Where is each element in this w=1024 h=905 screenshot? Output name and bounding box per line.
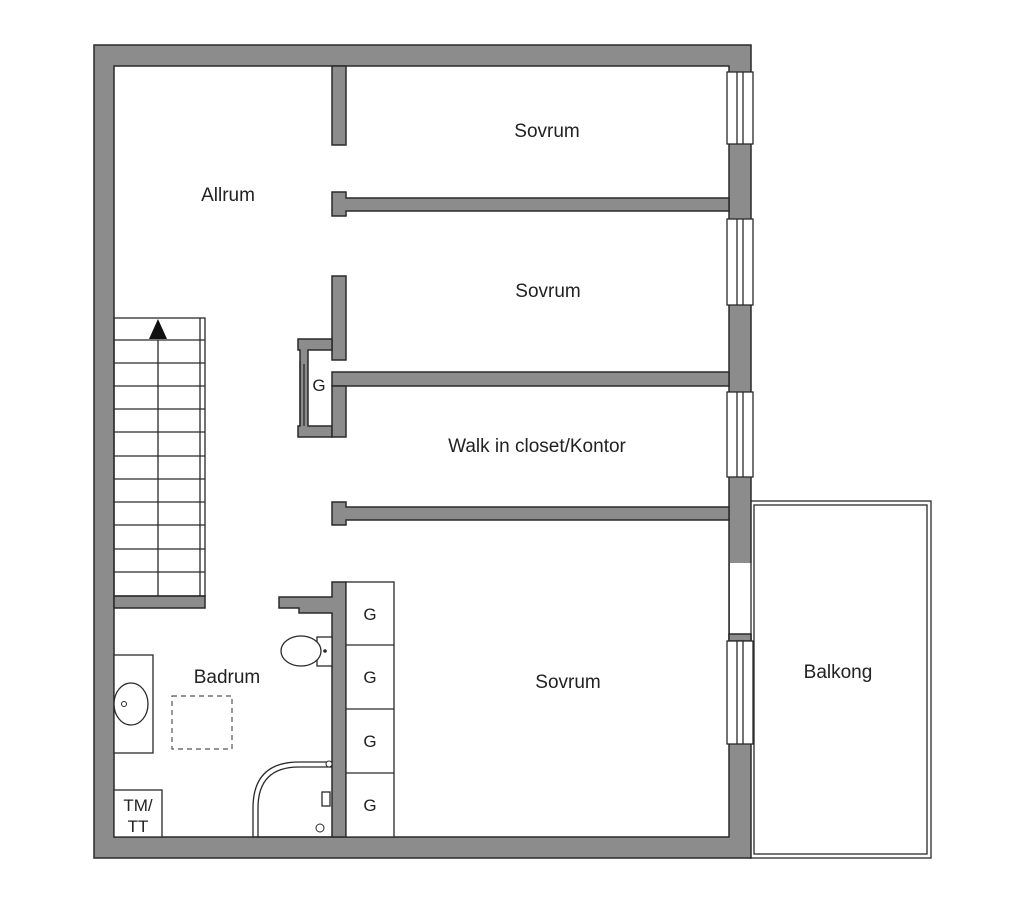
wardrobe-label: G — [363, 668, 376, 687]
toilet — [280, 635, 333, 667]
wardrobe-label: G — [363, 605, 376, 624]
wardrobe-walkin: G — [299, 361, 326, 426]
window-walk-in — [726, 391, 754, 478]
room-label-allrum: Allrum — [201, 185, 255, 206]
sink — [113, 654, 154, 754]
wardrobe-label: G — [363, 796, 376, 815]
room-label-walk-in: Walk in closet/Kontor — [448, 436, 626, 457]
room-label-sovrum-2: Sovrum — [515, 281, 580, 302]
wardrobe-label: G — [312, 376, 325, 395]
tm-tt-line1: TM/ — [123, 796, 153, 815]
window-sovrum-2 — [726, 218, 754, 306]
window-sovrum-3 — [726, 640, 754, 745]
interior-walls — [113, 65, 730, 838]
wardrobe-row: G G G G — [345, 581, 395, 838]
shower — [252, 760, 333, 838]
wardrobe-label: G — [363, 732, 376, 751]
tm-tt-line2: TT — [128, 817, 149, 836]
staircase — [113, 317, 206, 597]
stair-direction-arrow — [149, 319, 167, 339]
balcony-door-opening — [730, 563, 752, 634]
balcony — [749, 500, 932, 859]
room-label-badrum: Badrum — [194, 667, 261, 688]
room-label-balkong: Balkong — [804, 662, 873, 683]
floor-drain-area — [171, 695, 233, 750]
room-label-sovrum-1: Sovrum — [514, 121, 579, 142]
room-label-sovrum-3: Sovrum — [535, 672, 600, 693]
washer-dryer: TM/ TT — [113, 789, 163, 838]
outer-walls — [93, 44, 752, 859]
window-sovrum-1 — [726, 71, 754, 145]
